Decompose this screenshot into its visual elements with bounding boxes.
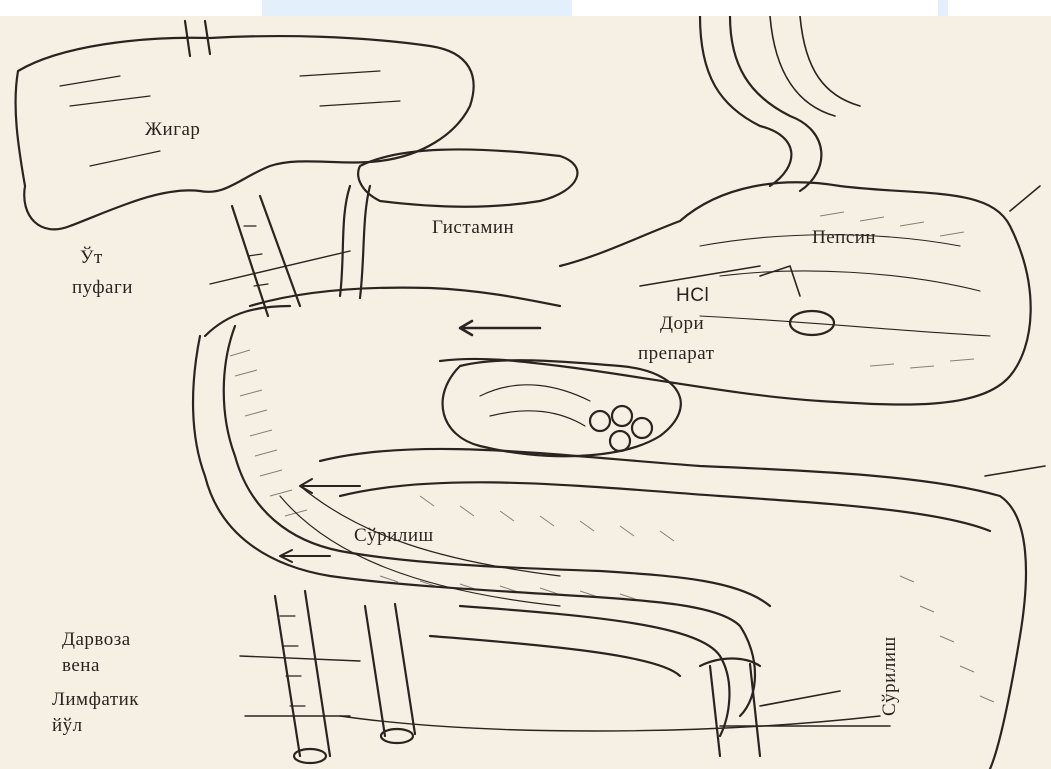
duodenum (193, 336, 755, 716)
absorption-arrow (300, 479, 360, 493)
pancreas (443, 360, 681, 456)
label-drug-1: Дори (660, 314, 704, 334)
label-lymph-vessel-2: йўл (52, 716, 83, 736)
esophagus (700, 16, 821, 191)
caption-highlight-right (938, 0, 948, 16)
label-portal-vein-1: Дарвоза (62, 630, 131, 650)
small-intestine-loop (320, 449, 1026, 769)
label-pepsin: Пепсин (812, 228, 876, 248)
liver-outline (16, 36, 474, 229)
lymph-vessel (365, 604, 415, 736)
label-drug-2: препарат (638, 344, 714, 364)
stomach-outline (440, 182, 1031, 404)
anatomy-illustration: Жигар Гистамин Пепсин Ўт пуфаги HCl Дори… (0, 16, 1051, 769)
gallbladder (358, 149, 577, 206)
label-gallbladder-2: пуфаги (72, 278, 133, 298)
label-liver: Жигар (145, 120, 200, 140)
label-hcl: HCl (676, 286, 709, 306)
label-absorption-center: Сўрилиш (354, 526, 434, 546)
top-caption-band (0, 0, 1051, 16)
label-lymph-vessel-1: Лимфатик (52, 690, 139, 710)
label-absorption-side: Сўрилиш (880, 636, 900, 716)
label-histamine: Гистамин (432, 218, 514, 238)
label-gallbladder-1: Ўт (80, 248, 103, 268)
common-bile-duct (232, 196, 300, 316)
caption-highlight (262, 0, 572, 16)
label-portal-vein-2: вена (62, 656, 100, 676)
